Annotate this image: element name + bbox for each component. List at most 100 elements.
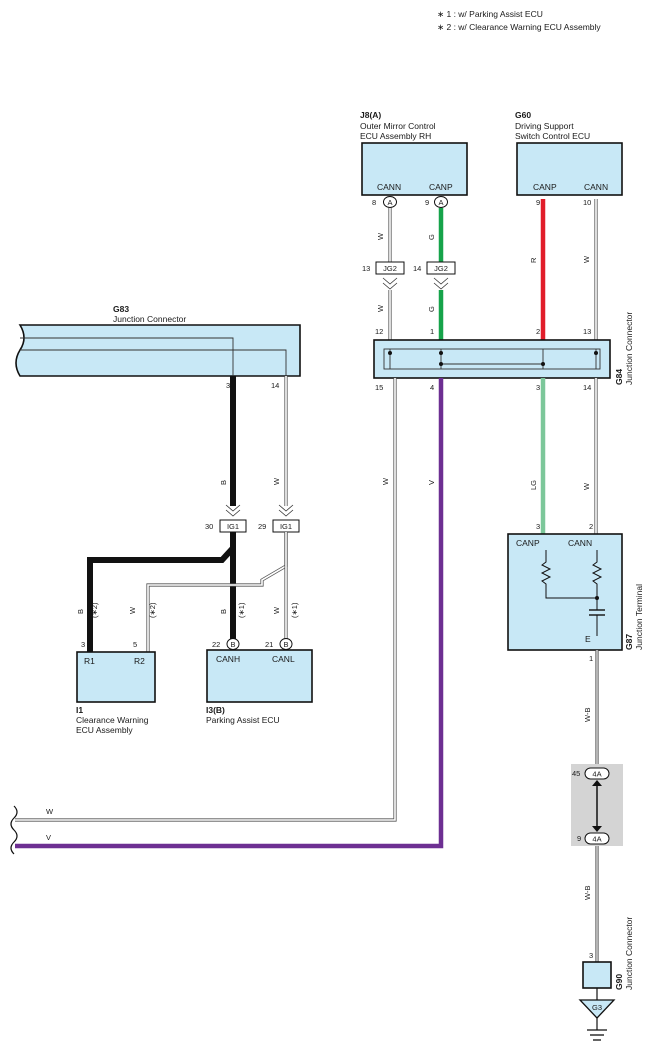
wire-label-b3: B (219, 609, 228, 614)
wire-break-left (10, 805, 18, 855)
i1-pin-r2: R2 (134, 656, 145, 666)
g60-driving-support-ecu (516, 142, 623, 196)
i3-code: I3(B) (206, 705, 225, 715)
connector-a-right (434, 196, 448, 208)
pin-g84-12: 12 (375, 327, 383, 336)
wire-label-w8: W (128, 606, 137, 614)
wire-b-to-i1 (87, 532, 236, 652)
wire-label-w5: W (46, 807, 54, 816)
i3-name: Parking Assist ECU (206, 715, 280, 725)
wire-label-w2: W (582, 255, 591, 263)
wire-label-g2: G (427, 306, 436, 312)
wire-label-star1-a: (∗1) (237, 602, 246, 618)
chevron-ig1-right (278, 504, 294, 517)
wire-label-wb2: W-B (583, 886, 592, 900)
g84-name: Junction Connector (624, 312, 634, 385)
pin-4a-9: 9 (577, 834, 581, 843)
g60-code: G60 (515, 110, 531, 120)
connector-jg2-left-label: JG2 (383, 264, 397, 273)
connector-4a-bottom (584, 832, 610, 845)
pin-g84-4: 4 (430, 383, 434, 392)
pin-g87-3: 3 (536, 522, 540, 531)
g87-junction-terminal (507, 533, 623, 651)
i1-name-1: Clearance Warning (76, 715, 149, 725)
wire-label-b2: B (76, 609, 85, 614)
resistor-cann (591, 550, 603, 610)
g87-pin-canp: CANP (516, 538, 540, 548)
pin-i1-3: 3 (81, 640, 85, 649)
pin-g87-1: 1 (589, 654, 593, 663)
connector-jg2-right (426, 261, 456, 275)
pin-i1-5: 5 (133, 640, 137, 649)
i3-pin-canl: CANL (272, 654, 295, 664)
i1-clearance-warning-ecu (76, 651, 156, 703)
pin-j8-9: 9 (425, 198, 429, 207)
pin-g84-1: 1 (430, 327, 434, 336)
g87-code: G87 (624, 634, 634, 650)
i1-pin-r1: R1 (84, 656, 95, 666)
pin-g90-3: 3 (589, 951, 593, 960)
chevron-jg2-right (433, 277, 449, 290)
j8-name-1: Outer Mirror Control (360, 121, 436, 131)
wire-label-star1-b: (∗1) (290, 602, 299, 618)
pin-g84-2: 2 (536, 327, 540, 336)
j8-outer-mirror-ecu (361, 142, 468, 196)
connector-b-left-label: B (230, 640, 235, 649)
g83-junction-connector (15, 324, 301, 377)
pin-g84-3: 3 (536, 383, 540, 392)
g60-pin-canp: CANP (533, 182, 557, 192)
wire-label-star2-a: (∗2) (90, 602, 99, 618)
resistor-canp (540, 550, 597, 599)
note-1: ∗ 1 : w/ Parking Assist ECU (437, 9, 543, 19)
connector-4a-top (584, 767, 610, 780)
g90-junction-connector (582, 961, 612, 989)
pin-ig1-29: 29 (258, 522, 266, 531)
g84-code: G84 (614, 369, 624, 385)
pin-4a-45: 45 (572, 769, 580, 778)
wire-label-lg: LG (529, 480, 538, 490)
wire-label-w6: W (582, 482, 591, 490)
wire-label-w4: W (381, 477, 390, 485)
g90-name: Junction Connector (624, 917, 634, 990)
g83-name: Junction Connector (113, 314, 186, 324)
pin-ig1-30: 30 (205, 522, 213, 531)
connector-b-right-label: B (283, 640, 288, 649)
g90-code: G90 (614, 974, 624, 990)
g60-name-2: Switch Control ECU (515, 131, 590, 141)
i1-name-2: ECU Assembly (76, 725, 133, 735)
connector-4a-bottom-label: 4A (592, 835, 601, 844)
g87-name: Junction Terminal (634, 584, 644, 650)
wire-label-w3: W (376, 304, 385, 312)
pin-g60-9: 9 (536, 198, 540, 207)
note-2: ∗ 2 : w/ Clearance Warning ECU Assembly (437, 22, 601, 32)
connector-a-left (383, 196, 397, 208)
ground-g3 (578, 999, 616, 1019)
wire-label-star2-b: (∗2) (148, 602, 157, 618)
pin-jg2-14: 14 (413, 264, 421, 273)
connector-ig1-left-label: IG1 (227, 522, 239, 531)
wire-label-v1: V (427, 480, 436, 485)
wire-label-b1: B (219, 480, 228, 485)
pin-g83-3: 3 (226, 381, 230, 390)
connector-jg2-right-label: JG2 (434, 264, 448, 273)
i1-code: I1 (76, 705, 83, 715)
pin-g84-14: 14 (583, 383, 591, 392)
pin-i3-21: 21 (265, 640, 273, 649)
g83-code: G83 (113, 304, 129, 314)
g60-pin-cann: CANN (584, 182, 608, 192)
j8-code: J8(A) (360, 110, 381, 120)
wire-v (15, 378, 444, 849)
connector-4a-top-label: 4A (592, 770, 601, 779)
j8-pin-cann: CANN (377, 182, 401, 192)
wire-label-r: R (529, 257, 538, 263)
connector-ig1-right-label: IG1 (280, 522, 292, 531)
g87-pin-e: E (585, 634, 591, 644)
g87-pin-cann: CANN (568, 538, 592, 548)
chevron-jg2-left (382, 277, 398, 290)
pin-g84-15: 15 (375, 383, 383, 392)
i3-pin-canh: CANH (216, 654, 240, 664)
j8-pin-canp: CANP (429, 182, 453, 192)
j8-name-2: ECU Assembly RH (360, 131, 431, 141)
i3-parking-assist-ecu (206, 649, 313, 703)
